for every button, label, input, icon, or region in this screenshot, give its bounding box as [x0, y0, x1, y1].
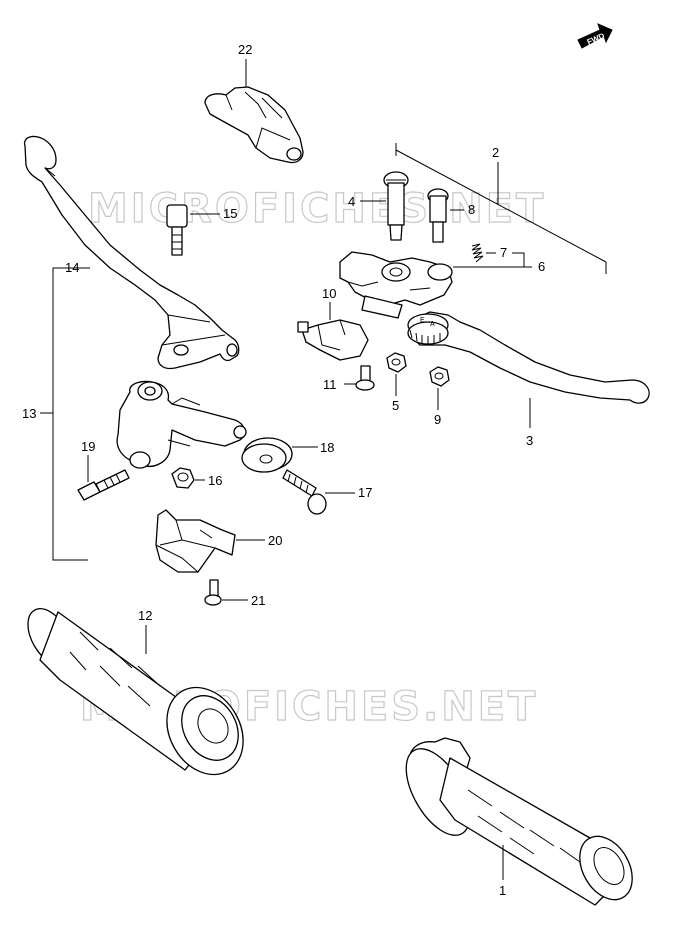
- watermark-top: MICROFICHES.NET: [88, 186, 546, 232]
- fwd-arrow-icon: FWD: [577, 23, 613, 49]
- part-7-spring: [471, 243, 484, 263]
- part-17-adjuster-bolt: [282, 469, 327, 515]
- callout-9: 9: [434, 412, 441, 427]
- dial-mark-a: A: [430, 321, 435, 328]
- callout-3: 3: [526, 433, 533, 448]
- part-3-brake-lever: E A: [407, 311, 650, 404]
- part-8-bolt: [427, 188, 449, 243]
- part-13-lever-holder: [116, 380, 247, 469]
- bracket-13: [52, 267, 90, 561]
- part-5-nut: [386, 352, 407, 373]
- callout-19: 19: [81, 439, 95, 454]
- callout-10: 10: [322, 286, 336, 301]
- part-21-screw: [204, 579, 222, 606]
- bracket-2: [395, 143, 607, 274]
- callout-1: 1: [499, 883, 506, 898]
- callout-18: 18: [320, 440, 334, 455]
- callout-13: 13: [22, 406, 36, 421]
- callout-14: 14: [65, 260, 79, 275]
- part-18-adjuster: [241, 437, 293, 473]
- callout-20: 20: [268, 533, 282, 548]
- part-11-screw: [355, 365, 375, 391]
- part-16-nut: [171, 467, 195, 489]
- callout-4: 4: [348, 194, 355, 209]
- part-14-clutch-lever: [23, 135, 240, 370]
- part-15-bolt: [166, 204, 188, 256]
- part-2-lever-holder: [339, 251, 453, 319]
- part-4-pivot-bolt: [383, 171, 409, 241]
- callout-16: 16: [208, 473, 222, 488]
- callout-15: 15: [223, 206, 237, 221]
- callout-21: 21: [251, 593, 265, 608]
- part-20-switch: [155, 509, 236, 573]
- callout-7: 7: [500, 245, 507, 260]
- part-1-throttle-grip: [405, 737, 633, 906]
- part-9-nut: [429, 366, 450, 387]
- callout-11: 11: [323, 377, 337, 392]
- callout-12: 12: [138, 608, 152, 623]
- part-19-bolt: [77, 469, 130, 501]
- part-10-brake-switch: [297, 319, 369, 361]
- part-22-cover: [204, 86, 304, 164]
- bracket-6: [510, 252, 532, 268]
- callout-6: 6: [538, 259, 545, 274]
- callout-22: 22: [238, 42, 252, 57]
- dial-mark-e: E: [420, 317, 425, 324]
- part-12-left-grip: [27, 608, 244, 776]
- callout-2: 2: [492, 145, 499, 160]
- callout-17: 17: [358, 485, 372, 500]
- fwd-label: FWD: [586, 31, 607, 47]
- callout-5: 5: [392, 398, 399, 413]
- callout-8: 8: [468, 202, 475, 217]
